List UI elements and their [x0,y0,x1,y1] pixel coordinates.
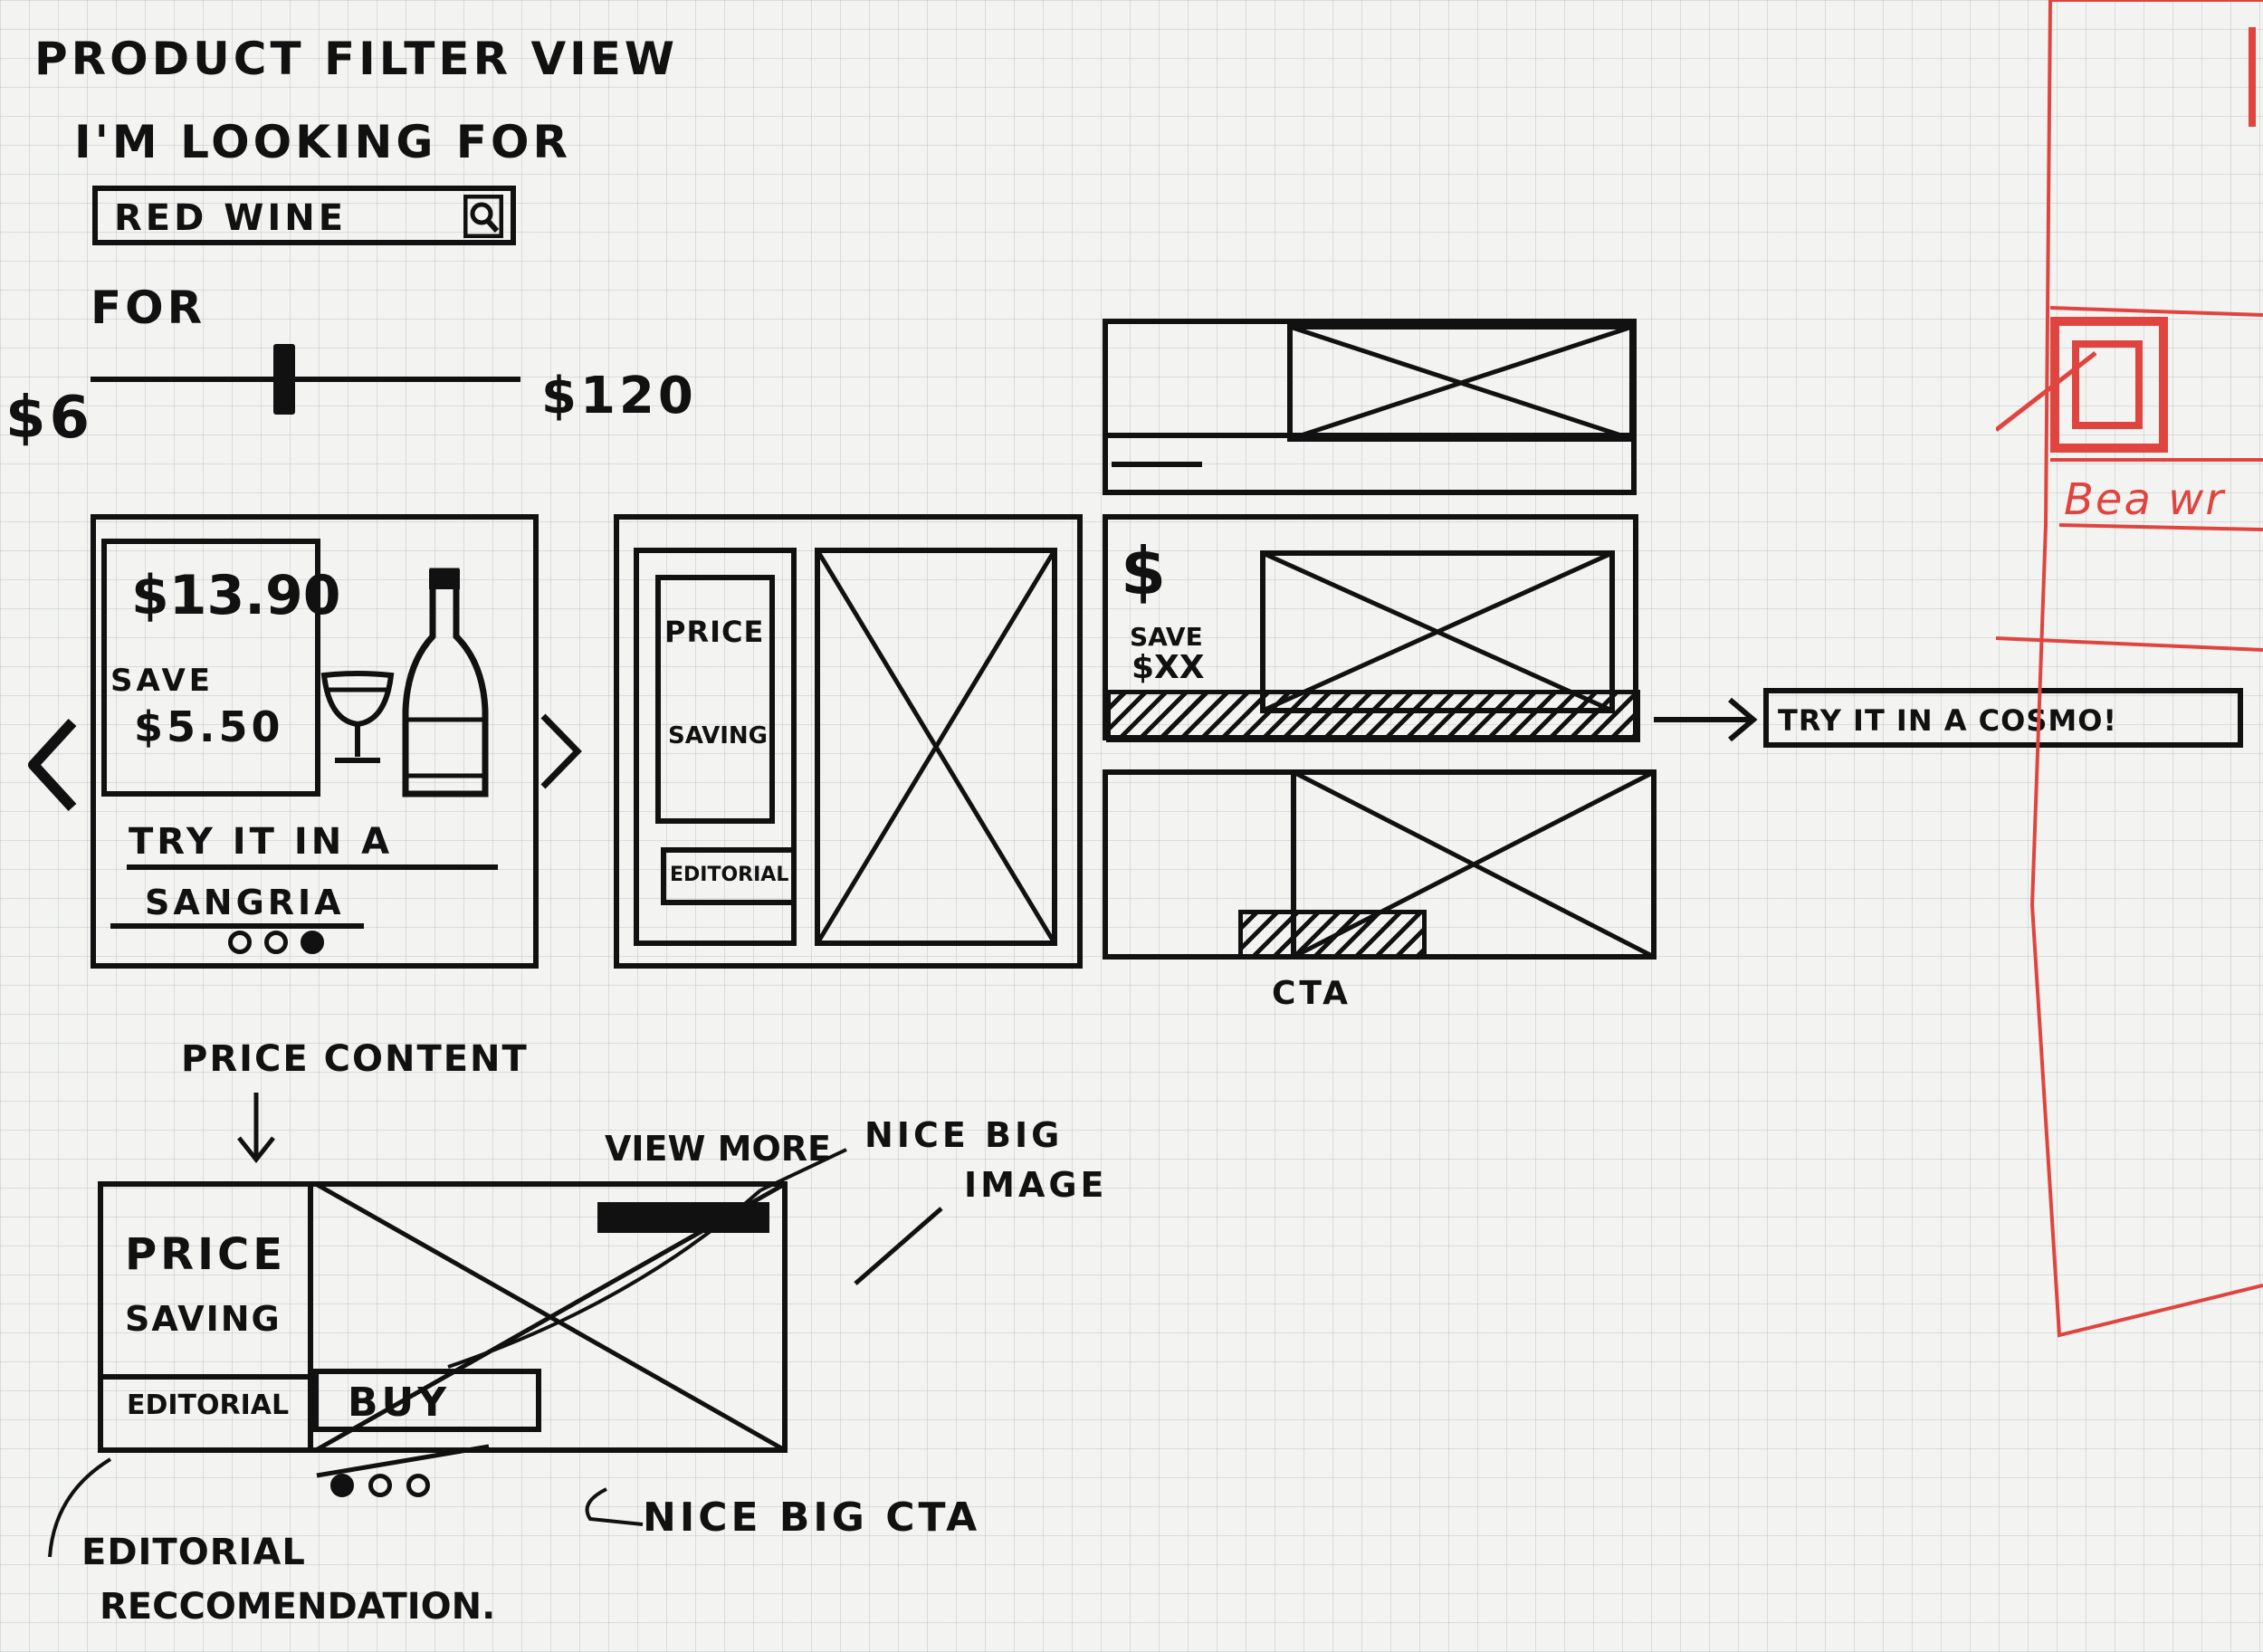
editorial-card-editorial-label: EDITORIAL [127,1389,290,1421]
slider-track [91,377,520,382]
card-1-pagination[interactable] [228,931,373,958]
tile-c-cta-button[interactable] [1238,910,1427,960]
card-1-dot[interactable] [264,931,288,954]
editorial-card-saving-label: SAVING [125,1299,282,1339]
carousel-next-icon[interactable] [534,711,588,792]
page-title: PRODUCT FILTER VIEW [34,33,679,85]
product-card-1[interactable] [91,514,539,969]
nice-big-cta-note: NICE BIG CTA [643,1494,981,1541]
card-1-cta-line2[interactable]: SANGRIA [145,883,345,922]
card-1-price: $13.90 [131,564,341,627]
glass-image [319,668,396,768]
price-content-note: PRICE CONTENT [181,1038,529,1080]
card-1-cta-underline [127,864,498,870]
view-more-note: VIEW MORE [605,1129,831,1169]
card-2-image-placeholder [815,548,1057,946]
product-card-2[interactable] [614,514,1083,969]
tile-b-cta-bar[interactable] [1106,690,1640,742]
editorial-note-line1: EDITORIAL [81,1532,306,1573]
search-input-value: RED WINE [114,197,348,239]
editorial-card-info-panel [98,1181,313,1453]
editorial-card-price-label: PRICE [125,1229,287,1280]
view-more-button[interactable] [597,1202,769,1233]
card-2-editorial-label: EDITORIAL [670,864,789,886]
tile-a-text-line [1112,462,1202,467]
card-2-info-column [634,548,797,946]
card-1-dot[interactable] [301,931,324,954]
card-1-price-panel [101,539,320,797]
tile-a-image-placeholder [1287,324,1635,442]
editorial-card-dot[interactable] [330,1474,354,1497]
down-arrow-icon [234,1091,279,1164]
cosmo-callout[interactable]: TRY IT IN A COSMO! [1763,688,2243,748]
red-sketch-label: Bea wr [2064,474,2226,525]
slider-handle[interactable] [273,344,295,415]
editorial-card-divider [98,1374,313,1380]
for-label: FOR [91,282,206,334]
card-1-save-label: SAVE [110,663,215,699]
tile-c-cta-note: CTA [1272,975,1352,1012]
card-2-price-label: PRICE [664,615,765,649]
price-min-label: $6 [5,385,94,452]
editorial-note-line2: RECCOMENDATION. [100,1586,496,1628]
card-1-cta-underline-2 [110,923,364,929]
carousel-prev-icon[interactable] [23,715,86,815]
editorial-card-dot[interactable] [368,1474,392,1497]
buy-button[interactable]: BUY [313,1369,541,1432]
price-slider[interactable] [91,344,520,416]
buy-button-label: BUY [348,1380,451,1426]
card-1-save-amount: $5.50 [134,702,284,751]
callout-arrow-icon [1652,692,1761,747]
tile-b-save-amount: $XX [1132,649,1205,686]
card-1-cta-line1[interactable]: TRY IT IN A [129,821,394,863]
card-1-dot[interactable] [228,931,252,954]
card-2-saving-label: SAVING [668,722,768,750]
red-wireframe-sketch [1994,0,2263,1349]
search-field[interactable]: RED WINE [92,186,516,245]
price-max-label: $120 [541,367,697,425]
editorial-card-dot[interactable] [406,1474,430,1497]
card-2-editorial-button[interactable]: EDITORIAL [661,847,797,905]
nice-big-image-note-line2: IMAGE [964,1165,1108,1205]
nice-big-image-note-line1: NICE BIG [864,1115,1064,1155]
card-2-text-panel [655,575,775,824]
tile-a-divider [1106,433,1636,438]
editorial-card-pagination[interactable] [330,1474,475,1501]
looking-for-label: I'M LOOKING FOR [74,116,571,168]
tile-b-price-symbol: $ [1121,533,1170,609]
bottle-image [400,566,491,799]
search-icon[interactable] [463,194,504,239]
cosmo-callout-text: TRY IT IN A COSMO! [1778,703,2118,738]
tile-b-save-label: SAVE [1130,622,1203,652]
tile-b-image-placeholder [1260,550,1615,713]
